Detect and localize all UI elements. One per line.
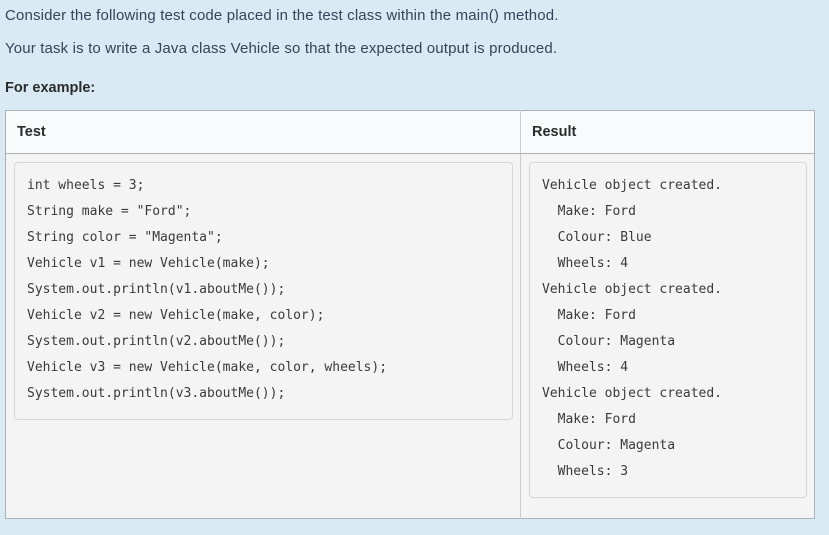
table-body: int wheels = 3; String make = "Ford"; St… <box>5 153 815 519</box>
column-header-test: Test <box>5 110 521 154</box>
table-header: Test Result <box>5 110 815 154</box>
table-header-row: Test Result <box>5 110 815 154</box>
cell-test: int wheels = 3; String make = "Ford"; St… <box>5 153 521 519</box>
table-row: int wheels = 3; String make = "Ford"; St… <box>5 153 815 519</box>
example-table: Test Result int wheels = 3; String make … <box>5 110 815 519</box>
cell-result: Vehicle object created. Make: Ford Colou… <box>520 153 815 519</box>
intro-line-2: Your task is to write a Java class Vehic… <box>5 40 558 57</box>
column-header-result: Result <box>520 110 815 154</box>
question-page: Consider the following test code placed … <box>5 7 815 519</box>
for-example-label: For example: <box>5 80 96 96</box>
test-code-block: int wheels = 3; String make = "Ford"; St… <box>14 162 513 420</box>
result-output-block: Vehicle object created. Make: Ford Colou… <box>529 162 807 498</box>
intro-line-1: Consider the following test code placed … <box>5 7 559 24</box>
